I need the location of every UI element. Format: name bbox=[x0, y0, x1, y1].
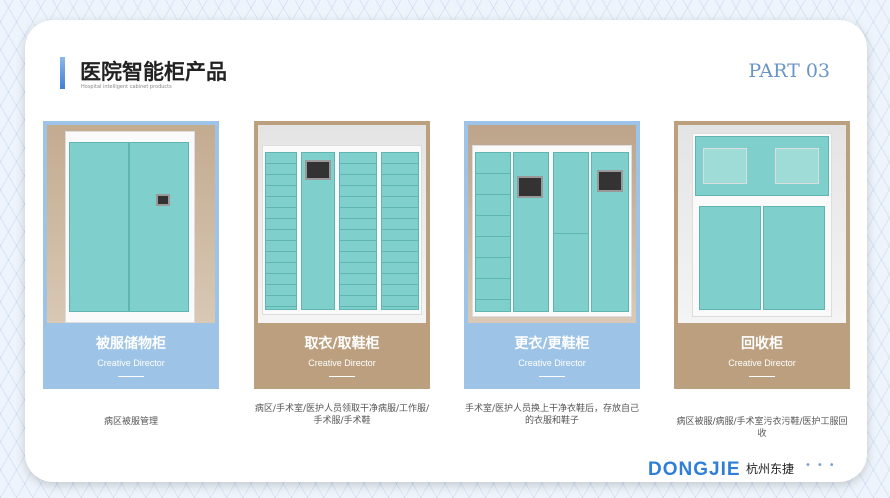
product-card-linen-cabinet: 被服储物柜 Creative Director bbox=[43, 121, 219, 389]
product-card-recycle-cabinet: 回收柜 Creative Director bbox=[674, 121, 850, 389]
card-title: 回收柜 bbox=[741, 336, 783, 352]
card-subtitle: Creative Director bbox=[728, 358, 796, 368]
part-label: PART 03 bbox=[748, 60, 830, 82]
card-subtitle: Creative Director bbox=[518, 358, 586, 368]
product-image bbox=[464, 121, 640, 327]
card-subtitle: Creative Director bbox=[97, 358, 165, 368]
card-description: 病区被服管理 bbox=[103, 417, 158, 427]
company-logo: DONGJIE bbox=[648, 459, 741, 480]
cabinet-illustration bbox=[472, 145, 632, 317]
product-image bbox=[674, 121, 850, 327]
card-description: 手术室/医护人员换上干净衣鞋后，存放自己的衣服和鞋子 bbox=[464, 404, 640, 426]
company-name: 杭州东捷 bbox=[746, 462, 795, 476]
product-image bbox=[43, 121, 219, 327]
divider bbox=[118, 376, 144, 377]
card-subtitle: Creative Director bbox=[308, 358, 376, 368]
cabinet-illustration bbox=[692, 133, 832, 317]
card-title: 更衣/更鞋柜 bbox=[514, 336, 590, 352]
product-card-pickup-cabinet: 取衣/取鞋柜 Creative Director bbox=[254, 121, 430, 389]
divider bbox=[539, 376, 565, 377]
product-card-changing-cabinet: 更衣/更鞋柜 Creative Director bbox=[464, 121, 640, 389]
card-title: 被服储物柜 bbox=[96, 336, 166, 352]
product-image bbox=[254, 121, 430, 327]
card-description: 病区/手术室/医护人员领取干净病服/工作服/手术服/手术鞋 bbox=[254, 404, 430, 426]
cabinet-illustration bbox=[65, 131, 195, 323]
title-accent-bar bbox=[60, 57, 65, 89]
page-subtitle: Hospital intelligent cabinet products bbox=[81, 84, 172, 90]
page-title: 医院智能柜产品 bbox=[80, 60, 227, 84]
decorative-dots: ••• bbox=[805, 460, 841, 471]
card-title: 取衣/取鞋柜 bbox=[304, 336, 380, 352]
cabinet-illustration bbox=[262, 145, 422, 315]
divider bbox=[329, 376, 355, 377]
divider bbox=[749, 376, 775, 377]
card-description: 病区被服/病服/手术室污衣污鞋/医护工服回收 bbox=[676, 417, 848, 439]
